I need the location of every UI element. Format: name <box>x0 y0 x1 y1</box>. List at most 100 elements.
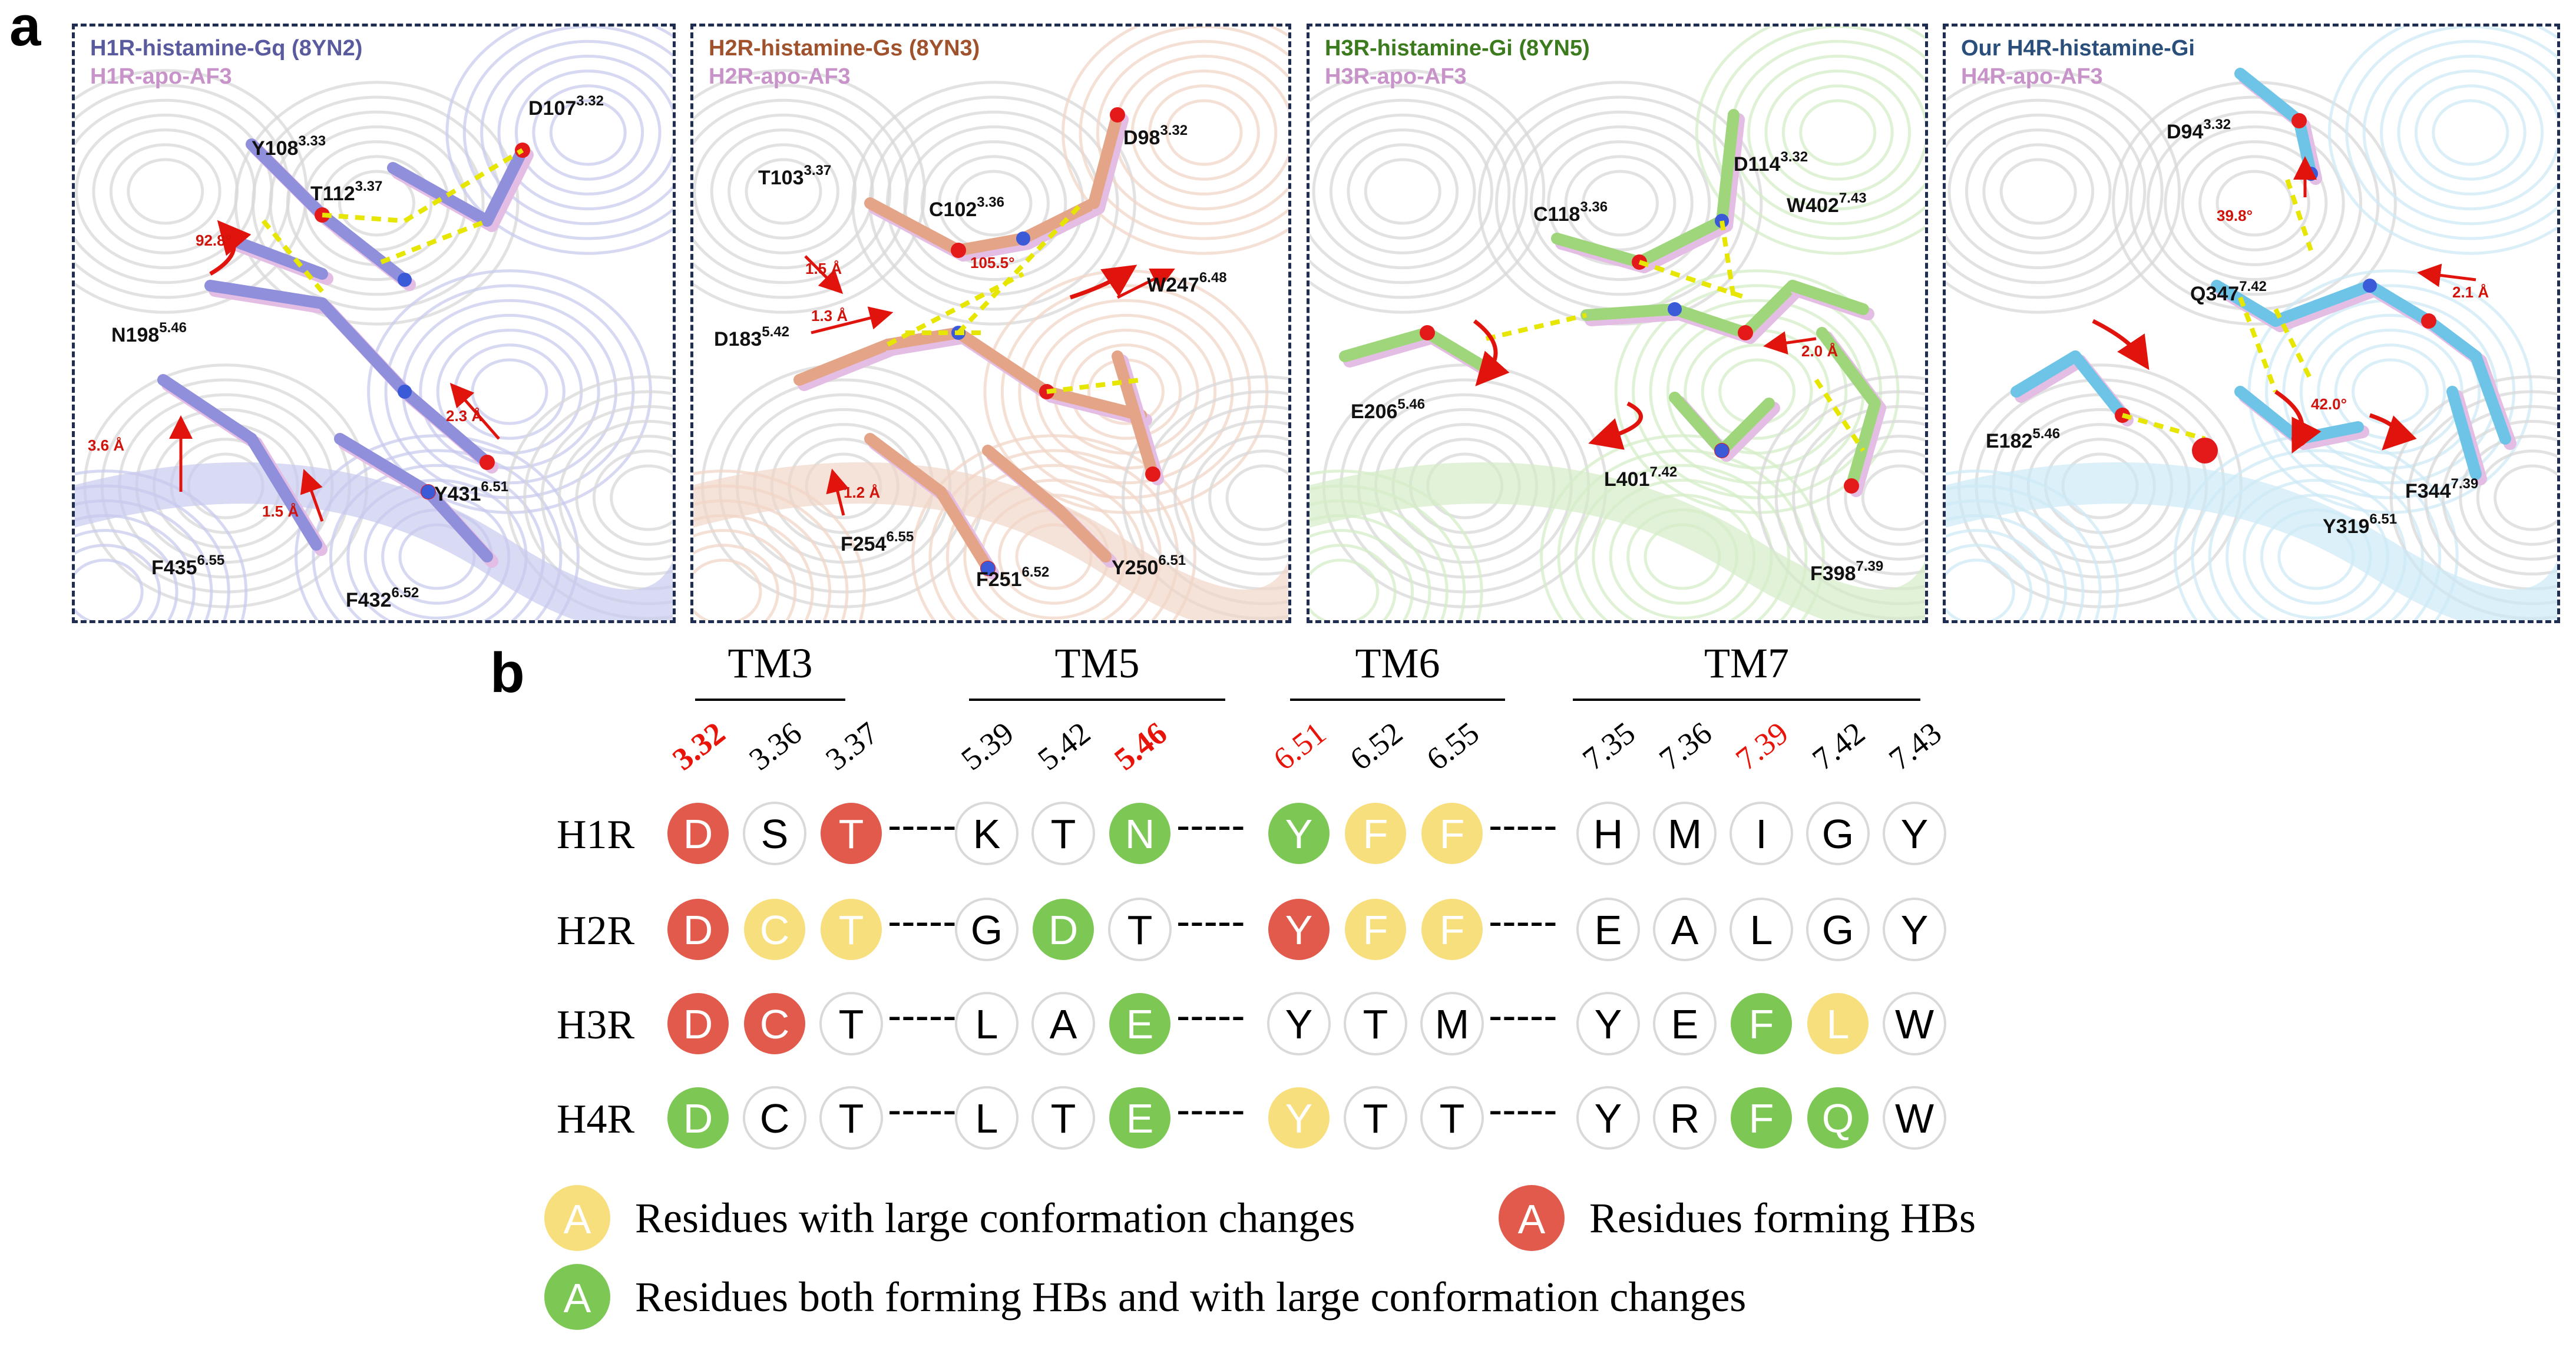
residue-stick <box>2270 280 2376 327</box>
shift-arrow <box>811 306 894 335</box>
panel-h2r-structure: D983.32T1033.37C1023.36W2476.48D1835.42F… <box>693 27 1288 620</box>
residue-stick <box>1740 280 1798 339</box>
bw-position-label: 7.36 <box>1652 715 1718 777</box>
residue-circle <box>1268 803 1330 864</box>
measurement-label: 1.5 Å <box>262 502 299 520</box>
residue-label: F3987.39 <box>1810 558 1883 585</box>
residue-circle <box>1031 992 1095 1055</box>
residue-label: F4356.55 <box>151 552 224 579</box>
residue-letter: M <box>1668 811 1702 857</box>
residue-stick <box>2446 386 2482 480</box>
panel-h1r-legend-apo: H1R-apo-AF3 <box>90 64 232 89</box>
measurement-label: 1.3 Å <box>811 307 848 325</box>
residue-letter: T <box>1127 907 1153 953</box>
residue-letter: D <box>683 811 713 857</box>
apo-stick <box>1720 402 1780 462</box>
residue-stick <box>2234 68 2305 127</box>
tm-group-label: TM6 <box>1355 640 1440 687</box>
rotation-arrow <box>2369 413 2417 451</box>
residue-letter: T <box>1363 1001 1388 1047</box>
residue-letter: I <box>1755 811 1767 857</box>
rotation-arrow <box>2274 390 2322 454</box>
legend-text: Residues forming HBs <box>1589 1194 1976 1242</box>
bw-position-label: 7.35 <box>1576 715 1641 777</box>
residue-stick <box>204 280 328 309</box>
residue-letter: T <box>839 1001 864 1047</box>
residue-stick <box>1041 386 1147 421</box>
residue-stick <box>1088 109 1123 209</box>
residue-label: Y1083.33 <box>252 133 326 160</box>
residue-circle <box>955 898 1019 961</box>
bw-position-label: 6.55 <box>1420 715 1485 777</box>
apo-stick <box>1744 284 1804 344</box>
residue-circle <box>1109 993 1170 1054</box>
residue-stick <box>935 486 994 574</box>
panel-h4r-structure: D943.32Q3477.42E1825.46Y3196.51F3447.393… <box>1946 27 2557 620</box>
panel-h2r-legend-main: H2R-histamine-Gs (8YN3) <box>709 36 980 61</box>
measurement-label: 2.1 Å <box>2452 283 2489 301</box>
residue-label: F3447.39 <box>2405 476 2478 502</box>
gap-separator: ----- <box>888 802 957 848</box>
gap-separator: ----- <box>1176 1087 1245 1133</box>
measurement-label: 39.8° <box>2217 207 2253 224</box>
residue-letter: D <box>683 1001 713 1047</box>
bw-position-label: 3.37 <box>819 715 884 777</box>
tm-group-label: TM3 <box>728 640 813 687</box>
legend-text: Residues both forming HBs and with large… <box>635 1273 1746 1320</box>
panel-h3r-legend-apo: H3R-apo-AF3 <box>1325 64 1467 89</box>
residue-label: T1033.37 <box>758 163 831 189</box>
residue-stick <box>1787 280 1869 315</box>
residue-letter: Y <box>1901 907 1929 953</box>
residue-circle <box>1883 992 1946 1055</box>
residue-circle <box>1033 899 1094 960</box>
hbond-line <box>1814 378 1866 452</box>
residue-circle <box>1731 993 1792 1054</box>
residue-circle <box>1807 993 1869 1054</box>
residue-letter: T <box>839 1096 864 1141</box>
residue-letter: E <box>1126 1001 1154 1047</box>
residue-circle <box>1883 1086 1946 1150</box>
residue-circle <box>667 1087 729 1149</box>
panel-b-letter: b <box>490 641 525 704</box>
gap-separator: ----- <box>888 1087 957 1133</box>
bw-position-label: 5.46 <box>1107 715 1173 777</box>
hbond-line <box>2238 296 2278 393</box>
rotation-arrow <box>1069 264 1137 300</box>
residue-stick <box>864 197 964 256</box>
residue-circle <box>821 899 882 960</box>
hbond-line <box>1486 313 1587 341</box>
residue-circle <box>1806 898 1870 961</box>
residue-stick <box>864 433 947 498</box>
residue-label: E1825.46 <box>1986 426 2060 452</box>
rotation-arrow <box>2092 319 2150 370</box>
residue-label: F2516.52 <box>976 564 1049 591</box>
residue-label: D983.32 <box>1123 123 1188 149</box>
residue-circle <box>1653 898 1717 961</box>
panel-h1r-structure: Y1083.33D1073.32T1123.37N1985.46Y4316.51… <box>75 27 673 620</box>
tm-group-label: TM7 <box>1704 640 1789 687</box>
residue-circle <box>955 992 1019 1055</box>
hbond-line <box>957 201 1084 335</box>
residue-circle <box>1576 992 1640 1055</box>
residue-letter: D <box>1049 907 1079 953</box>
residue-letter: S <box>761 811 789 857</box>
residue-letter: G <box>1822 811 1854 857</box>
measurement-label: 92.8° <box>196 231 232 249</box>
helix-backdrop <box>1946 27 2557 620</box>
apo-stick <box>2015 355 2086 403</box>
residue-letter: F <box>1440 811 1465 857</box>
residue-stick <box>246 138 328 221</box>
residue-stick <box>399 386 493 468</box>
residue-letter: L <box>1827 1001 1850 1047</box>
residue-letter: F <box>1749 1096 1774 1141</box>
residue-circle <box>1653 1086 1717 1150</box>
gap-separator: ----- <box>1489 992 1557 1038</box>
residue-letter: Y <box>1285 1001 1313 1047</box>
residue-stick <box>2470 350 2511 445</box>
hbond-line <box>2121 413 2206 441</box>
residue-stick <box>1716 109 1740 227</box>
residue-letter: Y <box>1901 811 1929 857</box>
legend-swatch <box>1499 1185 1565 1251</box>
